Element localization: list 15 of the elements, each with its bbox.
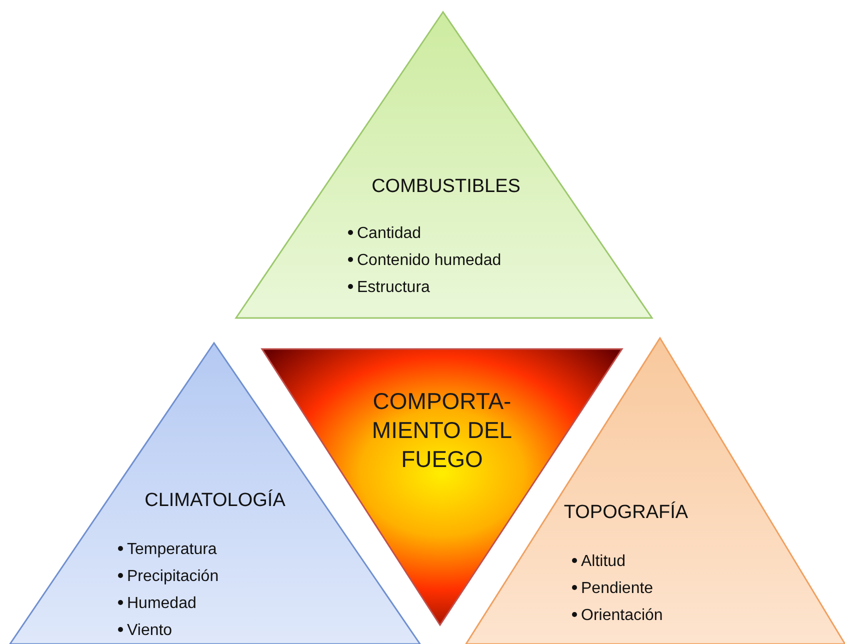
heading: COMBUSTIBLES	[370, 176, 522, 198]
list-item: Cantidad	[348, 220, 422, 247]
heading: TOPOGRAFÍA	[562, 502, 690, 524]
title-text: COMPORTA- MIENTO DEL FUEGO	[370, 387, 514, 474]
list-item: Viento	[118, 617, 172, 644]
heading: CLIMATOLOGÍA	[144, 490, 286, 512]
list-item: Altitud	[572, 548, 626, 575]
list-item: Contenido humedad	[348, 247, 502, 274]
list-item: Estructura	[348, 274, 430, 301]
list-item: Temperatura	[118, 536, 217, 563]
list-item: Orientación	[572, 602, 663, 629]
list-item: Humedad	[118, 590, 196, 617]
list-item: Precipitación	[118, 563, 219, 590]
list-item: Pendiente	[572, 575, 654, 602]
triangle-shape	[236, 12, 653, 319]
